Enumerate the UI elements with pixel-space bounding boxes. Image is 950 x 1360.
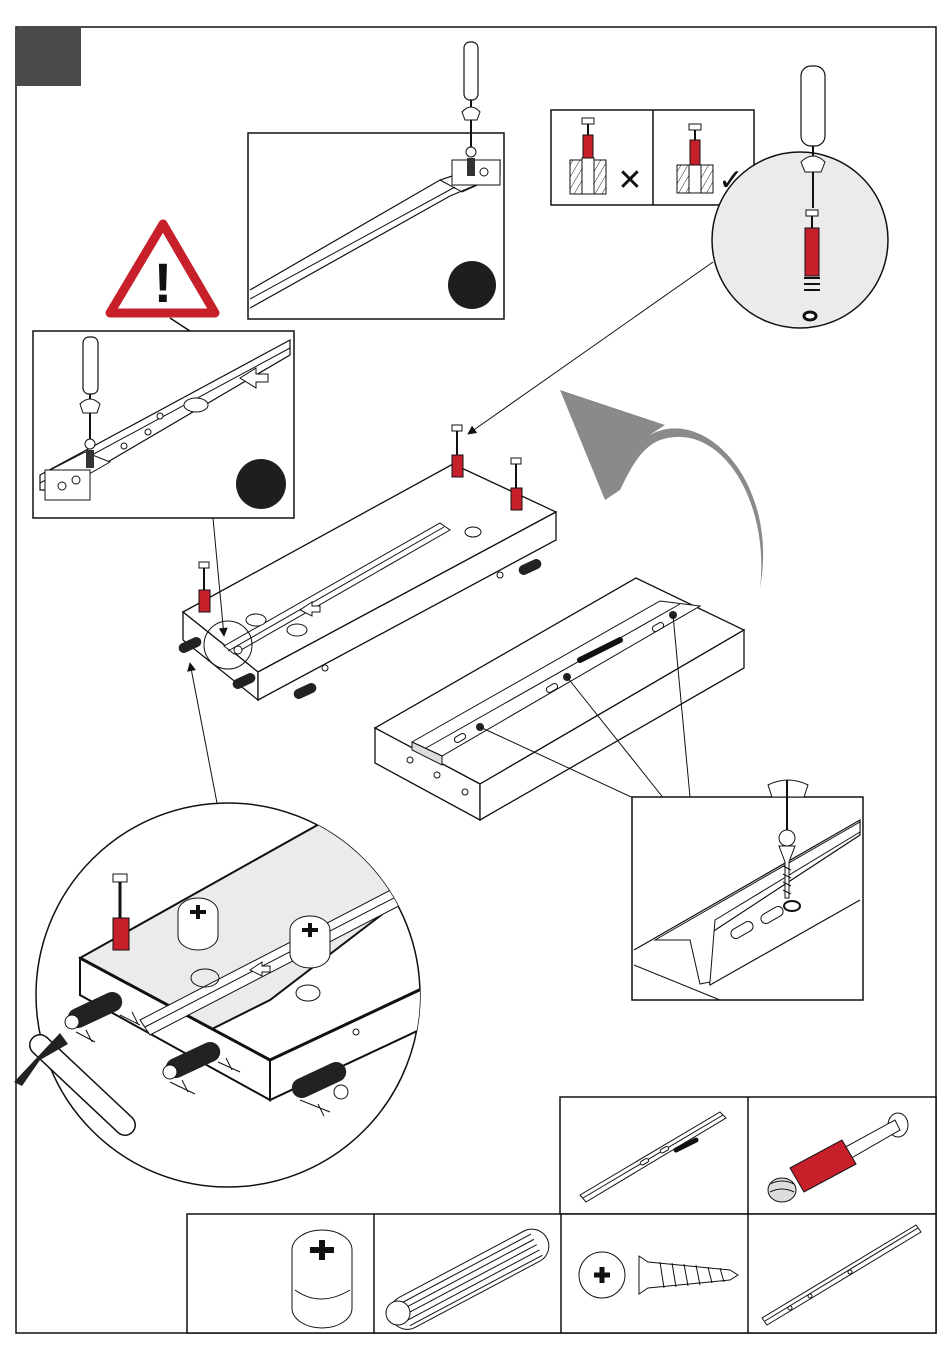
wrong-mark: ✕	[617, 164, 642, 197]
dowel-zoom-circle	[14, 803, 440, 1187]
check-panel: ✕ ✓	[551, 110, 754, 205]
detail-panel-top	[248, 42, 504, 319]
red-sleeve	[805, 228, 819, 276]
detail-panel-left	[33, 331, 294, 518]
step-marker	[17, 28, 81, 86]
svg-text:!: !	[154, 251, 173, 314]
detail-panel-right	[632, 780, 863, 1000]
step-bullet-b	[236, 459, 286, 509]
warning-triangle-icon: !	[110, 224, 215, 314]
rotation-arrow-icon	[560, 390, 763, 588]
cam-lock-icon	[292, 1230, 352, 1328]
bolt-detail-circle	[712, 66, 888, 328]
step-bullet-a	[448, 261, 496, 309]
